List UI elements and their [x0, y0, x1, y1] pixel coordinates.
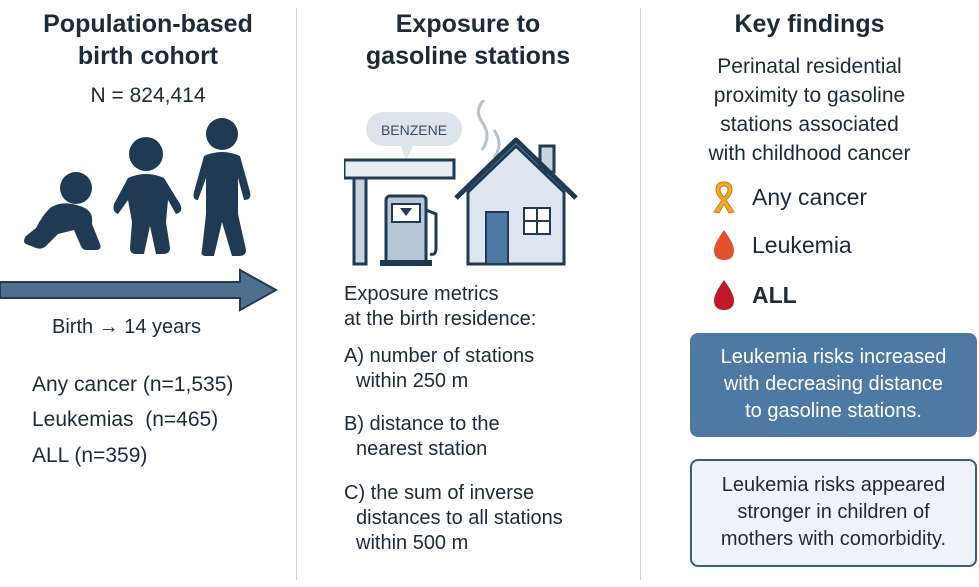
- metric-a-line2: within 250 m: [356, 370, 469, 392]
- findings-title: Key findings: [734, 10, 885, 38]
- gas-station-icon: [344, 158, 456, 266]
- count-leukemias: Leukemias (n=465): [32, 408, 219, 431]
- metric-b-line1: B) distance to the: [344, 413, 500, 435]
- exposure-panel: Exposure to gasoline stations BENZENE: [296, 0, 640, 587]
- toddler-body: [113, 174, 182, 254]
- findings-intro-line4: with childhood cancer: [708, 142, 911, 165]
- legend-any-cancer-label: Any cancer: [752, 183, 868, 210]
- finding-box-distance-line1: Leukemia risks increased: [720, 346, 947, 368]
- finding-box-comorbidity-line2: stronger in children of: [737, 501, 930, 523]
- cohort-title-line2: birth cohort: [77, 42, 219, 70]
- count-all: ALL (n=359): [32, 444, 148, 467]
- child-head: [206, 118, 238, 150]
- exposure-title-line2: gasoline stations: [365, 42, 571, 70]
- baby-body: [24, 203, 101, 250]
- blood-drop-icon: [714, 230, 734, 260]
- metric-a: A) number of stations within 250 m: [344, 344, 634, 394]
- metric-c-line1: C) the sum of inverse: [344, 482, 535, 504]
- legend-leukemia-label: Leukemia: [752, 231, 852, 258]
- finding-box-comorbidity-line1: Leukemia risks appeared: [721, 474, 946, 496]
- legend-leukemia: Leukemia: [710, 228, 852, 262]
- child-body: [193, 152, 251, 256]
- findings-intro-line2: proximity to gasoline: [713, 84, 906, 107]
- metrics-intro-line1: Exposure metrics: [344, 283, 499, 305]
- legend-any-cancer: Any cancer: [710, 180, 867, 214]
- finding-box-comorbidity-line3: mothers with comorbidity.: [720, 528, 947, 550]
- metrics-intro-line2: at the birth residence:: [344, 308, 537, 330]
- findings-panel: Key findings Perinatal residential proxi…: [640, 0, 979, 587]
- timeline-label: Birth → 14 years: [52, 316, 201, 338]
- house-icon: [454, 137, 578, 266]
- metric-b: B) distance to the nearest station: [344, 412, 634, 462]
- toddler-head: [129, 137, 163, 171]
- metric-a-line1: A) number of stations: [344, 345, 535, 367]
- exposure-title-line1: Exposure to: [395, 10, 541, 38]
- cohort-panel: Population-based birth cohort N = 824,41…: [0, 0, 296, 587]
- fumes-icon: [477, 100, 501, 159]
- finding-box-distance-line2: with decreasing distance: [723, 373, 943, 395]
- metric-c-line2: distances to all stations: [356, 507, 563, 529]
- finding-box-comorbidity: Leukemia risks appeared stronger in chil…: [690, 459, 977, 567]
- benzene-bubble: BENZENE: [366, 112, 462, 160]
- column-divider: [640, 8, 641, 580]
- finding-box-distance-line3: to gasoline stations.: [745, 400, 922, 422]
- metric-b-line2: nearest station: [356, 438, 488, 460]
- baby-head: [60, 172, 92, 204]
- findings-intro: Perinatal residential proximity to gasol…: [640, 52, 979, 168]
- growing-children-icon: [24, 118, 251, 256]
- findings-intro-line3: stations associated: [720, 113, 899, 136]
- column-divider: [296, 8, 297, 580]
- findings-intro-line1: Perinatal residential: [717, 55, 902, 78]
- count-any-cancer: Any cancer (n=1,535): [32, 373, 234, 396]
- blood-drop-icon: [714, 280, 734, 310]
- metric-c-line3: within 500 m: [356, 532, 469, 554]
- cohort-title-line1: Population-based: [43, 10, 253, 38]
- cohort-size: N = 824,414: [90, 84, 206, 107]
- finding-box-distance: Leukemia risks increased with decreasing…: [690, 333, 977, 437]
- metrics-intro: Exposure metrics at the birth residence:: [344, 282, 536, 332]
- legend-all: ALL: [710, 278, 797, 312]
- gas-station-house-illustration: BENZENE: [344, 100, 578, 266]
- timeline-arrow-icon: [0, 268, 279, 312]
- ribbon-icon: [713, 181, 735, 214]
- benzene-label: BENZENE: [381, 122, 447, 138]
- metric-c: C) the sum of inverse distances to all s…: [344, 481, 634, 556]
- legend-all-label: ALL: [752, 281, 797, 308]
